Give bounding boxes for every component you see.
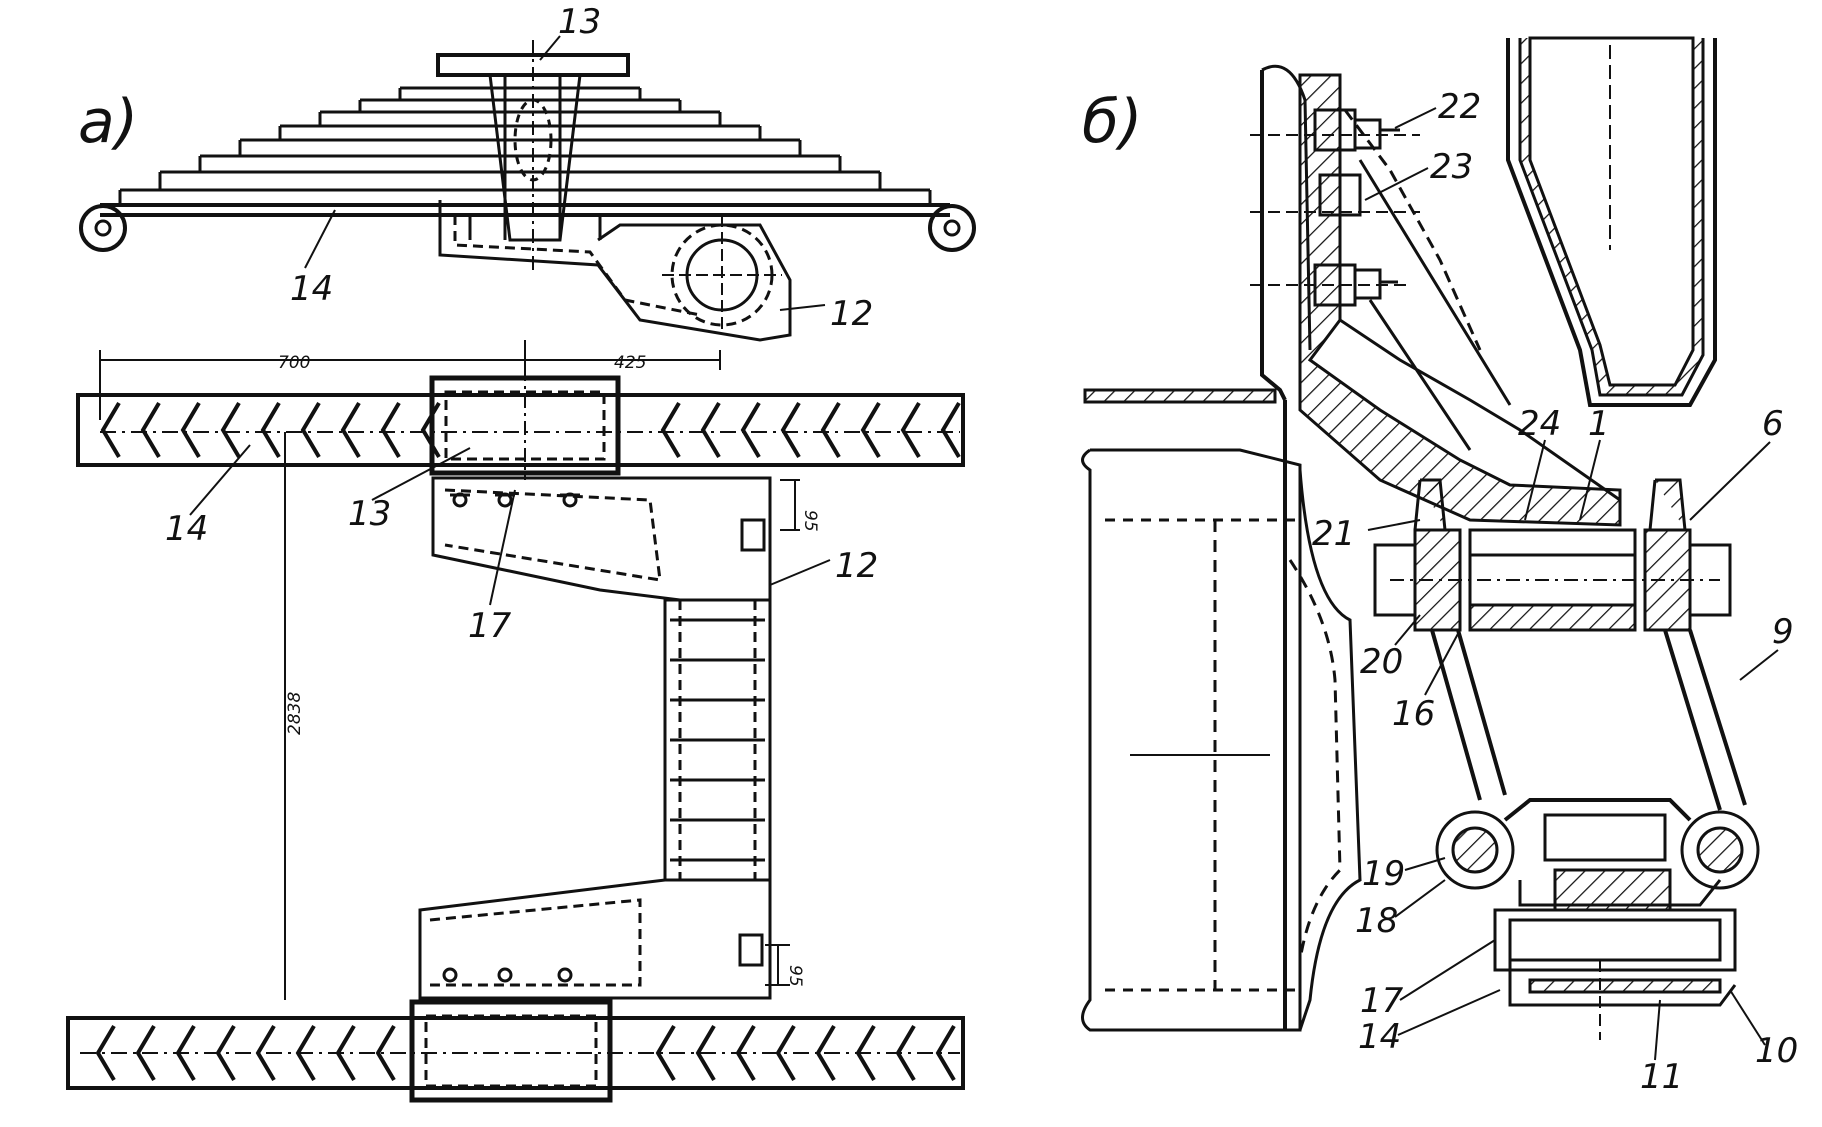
leaf-chevron xyxy=(860,401,881,459)
callout-13-plan: 13 xyxy=(348,494,391,534)
leaf-chevron xyxy=(380,401,401,459)
leaf-chevron xyxy=(300,401,321,459)
callout-17-section: 17 xyxy=(1360,981,1404,1021)
leaf-chevron xyxy=(135,1024,156,1082)
callout-20: 20 xyxy=(1360,642,1403,682)
leaf-chevron xyxy=(940,401,961,459)
leaf-chevron xyxy=(815,1024,836,1082)
leaf-spring-side-view xyxy=(79,40,976,342)
leaf-chevron xyxy=(775,1024,796,1082)
dimension-95-upper: 95 xyxy=(800,510,820,532)
leaf-chevron xyxy=(140,401,161,459)
callout-6: 6 xyxy=(1762,404,1784,444)
callout-14-plan: 14 xyxy=(165,509,208,549)
callout-18: 18 xyxy=(1355,901,1398,941)
leaf-chevron xyxy=(855,1024,876,1082)
callout-12-side: 12 xyxy=(830,294,873,334)
leaf-chevron xyxy=(695,1024,716,1082)
callout-12-plan: 12 xyxy=(835,546,878,586)
leaf-chevron xyxy=(740,401,761,459)
dimension-425: 425 xyxy=(614,353,646,373)
callout-23: 23 xyxy=(1430,147,1473,187)
callouts-panel-a: 13 14 12 14 13 17 12 xyxy=(165,2,878,646)
leaf-chevron xyxy=(935,1024,956,1082)
leaf-spring-plan-view xyxy=(66,340,965,1103)
leaf-chevron xyxy=(100,401,121,459)
leaf-chevron xyxy=(180,401,201,459)
leaf-chevron xyxy=(700,401,721,459)
callout-11: 11 xyxy=(1640,1057,1683,1097)
callout-19: 19 xyxy=(1362,854,1405,894)
leaf-chevron xyxy=(295,1024,316,1082)
leaf-chevron xyxy=(215,1024,236,1082)
callout-9: 9 xyxy=(1772,612,1794,652)
panel-labels: а) б) xyxy=(78,87,1142,157)
dimension-2838: 2838 xyxy=(285,692,305,735)
leaf-chevron xyxy=(900,401,921,459)
spring-leaf-hatch xyxy=(95,401,961,1082)
leader-lines-panel-b xyxy=(1364,107,1779,1061)
leaf-chevron xyxy=(735,1024,756,1082)
panel-b-label: б) xyxy=(1082,87,1142,157)
callout-21: 21 xyxy=(1312,514,1355,554)
leaf-chevron xyxy=(340,401,361,459)
leaf-chevron xyxy=(95,1024,116,1082)
leaf-chevron xyxy=(420,401,441,459)
leader-lines-panel-a xyxy=(189,35,831,606)
leaf-chevron xyxy=(375,1024,396,1082)
leaf-chevron xyxy=(175,1024,196,1082)
leaf-chevron xyxy=(780,401,801,459)
callout-24: 24 xyxy=(1518,404,1561,444)
leaf-chevron xyxy=(220,401,241,459)
callout-16: 16 xyxy=(1392,694,1435,734)
callout-13-side: 13 xyxy=(558,2,601,42)
callouts-panel-b: 22 23 24 1 6 21 20 16 9 19 18 17 14 11 1… xyxy=(1312,87,1798,1097)
callout-22: 22 xyxy=(1438,87,1481,127)
dimension-labels: 700 425 2838 95 95 xyxy=(278,353,820,987)
leaf-chevron xyxy=(655,1024,676,1082)
leaf-chevron xyxy=(255,1024,276,1082)
suspension-section-view xyxy=(1081,36,1760,1040)
dimension-700: 700 xyxy=(278,353,310,373)
leaf-chevron xyxy=(335,1024,356,1082)
leaf-chevron xyxy=(820,401,841,459)
callout-10: 10 xyxy=(1755,1031,1798,1071)
leaf-chevron xyxy=(660,401,681,459)
callout-14-side: 14 xyxy=(290,269,333,309)
panel-a-label: а) xyxy=(78,87,138,157)
dimension-95-lower: 95 xyxy=(785,965,805,987)
callout-14-section: 14 xyxy=(1358,1017,1401,1057)
leaf-chevron xyxy=(895,1024,916,1082)
callout-1: 1 xyxy=(1588,404,1610,444)
callout-17-plan: 17 xyxy=(468,606,512,646)
leaf-chevron xyxy=(260,401,281,459)
